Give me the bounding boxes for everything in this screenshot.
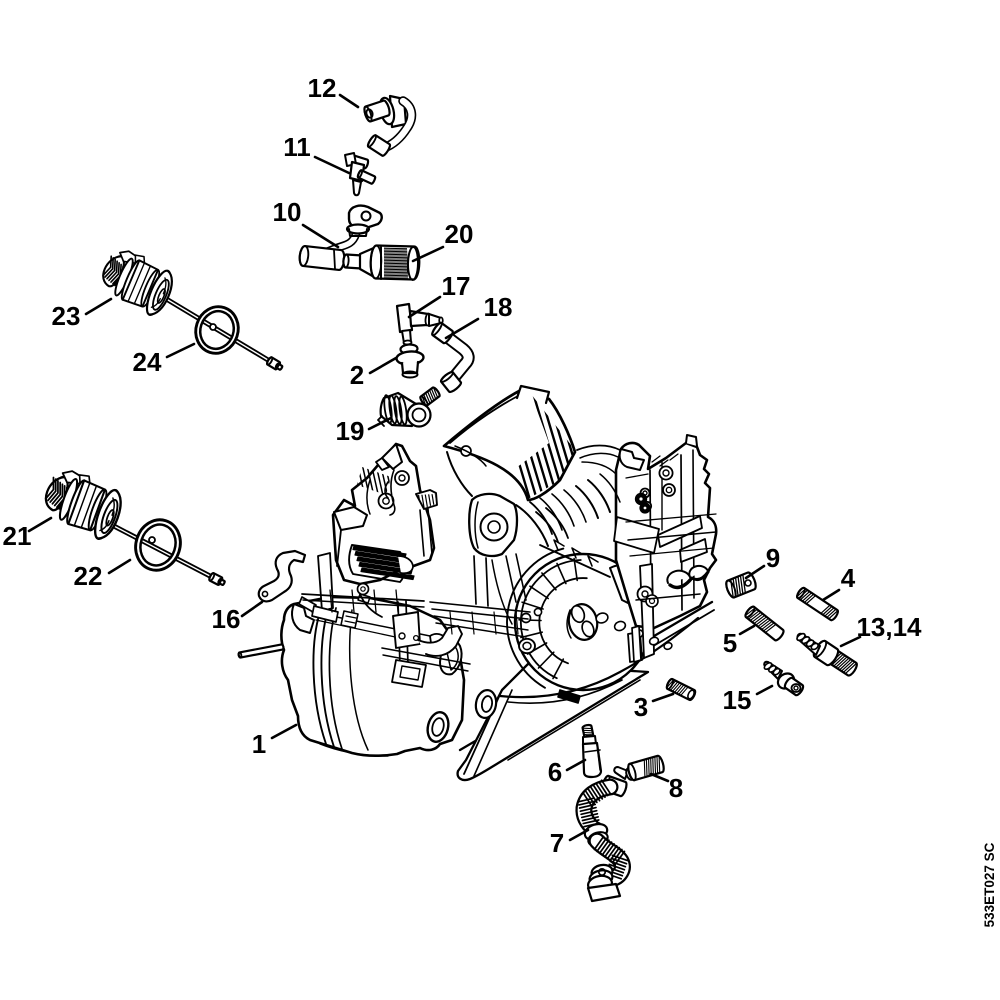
svg-text:23: 23 — [52, 301, 81, 331]
svg-text:4: 4 — [841, 563, 856, 593]
svg-text:2: 2 — [350, 360, 364, 390]
svg-text:8: 8 — [669, 773, 683, 803]
svg-text:16: 16 — [212, 604, 241, 634]
svg-text:9: 9 — [766, 543, 780, 573]
svg-text:15: 15 — [723, 685, 752, 715]
svg-text:19: 19 — [336, 416, 365, 446]
svg-text:3: 3 — [634, 692, 648, 722]
svg-text:533ET027 SC: 533ET027 SC — [982, 842, 997, 927]
svg-text:17: 17 — [442, 271, 471, 301]
svg-text:10: 10 — [273, 197, 302, 227]
svg-text:18: 18 — [484, 292, 513, 322]
svg-text:7: 7 — [550, 828, 564, 858]
svg-text:11: 11 — [283, 132, 311, 162]
svg-text:12: 12 — [308, 73, 337, 103]
svg-text:24: 24 — [133, 347, 162, 377]
svg-text:13,14: 13,14 — [856, 612, 922, 642]
svg-text:6: 6 — [548, 757, 562, 787]
svg-text:5: 5 — [723, 628, 737, 658]
svg-text:1: 1 — [252, 729, 266, 759]
svg-text:22: 22 — [74, 561, 103, 591]
svg-text:21: 21 — [3, 521, 32, 551]
svg-text:20: 20 — [445, 219, 474, 249]
